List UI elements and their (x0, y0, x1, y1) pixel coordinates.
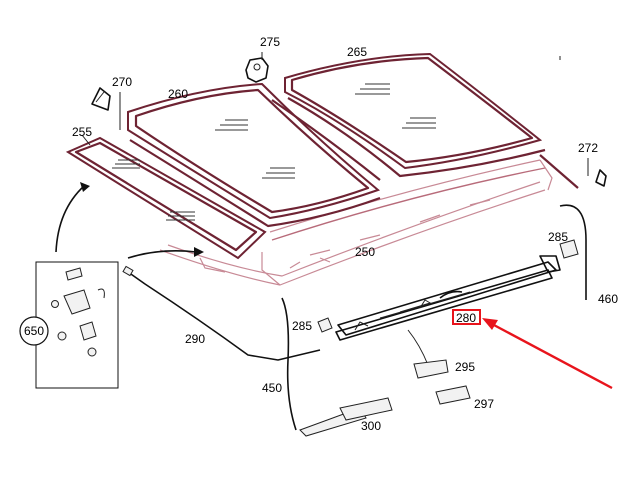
part-285-guide-block (317, 317, 333, 333)
part-272-bracket (595, 169, 607, 187)
part-275-clip (245, 57, 269, 83)
part-290-drive-cable (122, 265, 321, 361)
label-275: 275 (260, 35, 280, 49)
part-650-fastener-kit (19, 261, 119, 389)
part-285-guide-block-rear (559, 239, 579, 259)
label-280: 280 (456, 311, 476, 325)
label-250: 250 (355, 245, 375, 259)
part-272-seal-strip (539, 154, 579, 189)
label-270: 270 (112, 75, 132, 89)
part-297-bracket (435, 385, 471, 405)
label-450: 450 (262, 381, 282, 395)
highlight-arrow (491, 322, 613, 390)
label-285-front: 285 (292, 319, 312, 333)
arrow-head-255 (80, 182, 90, 192)
label-290: 290 (185, 332, 205, 346)
highlight-box-280 (452, 309, 481, 325)
part-270-clip (91, 87, 111, 111)
part-255-wind-deflector (65, 136, 267, 260)
part-450-drain-hose (281, 297, 297, 431)
leader-lines (81, 52, 589, 176)
label-295: 295 (455, 360, 475, 374)
part-265-rear-glass (284, 52, 546, 178)
leader-arrow-290 (127, 250, 197, 259)
leader-arrow-255 (55, 185, 85, 253)
label-285-rear: 285 (548, 230, 568, 244)
label-260: 260 (168, 87, 188, 101)
part-280-frame-rail (335, 255, 561, 341)
highlight-arrow-head (482, 318, 498, 330)
label-255: 255 (72, 125, 92, 139)
arrow-head-290 (194, 247, 204, 257)
part-460-drain-hose (559, 204, 587, 300)
label-650: 650 (24, 324, 44, 338)
label-300: 300 (361, 419, 381, 433)
label-297: 297 (474, 397, 494, 411)
part-295-lever (407, 329, 449, 379)
label-272: 272 (578, 141, 598, 155)
part-260-front-glass (127, 82, 381, 228)
roof-body-250 (159, 159, 553, 286)
part-300-mechanism (299, 397, 393, 437)
label-460: 460 (598, 292, 618, 306)
label-265: 265 (347, 45, 367, 59)
seal-strip-center (271, 99, 381, 181)
